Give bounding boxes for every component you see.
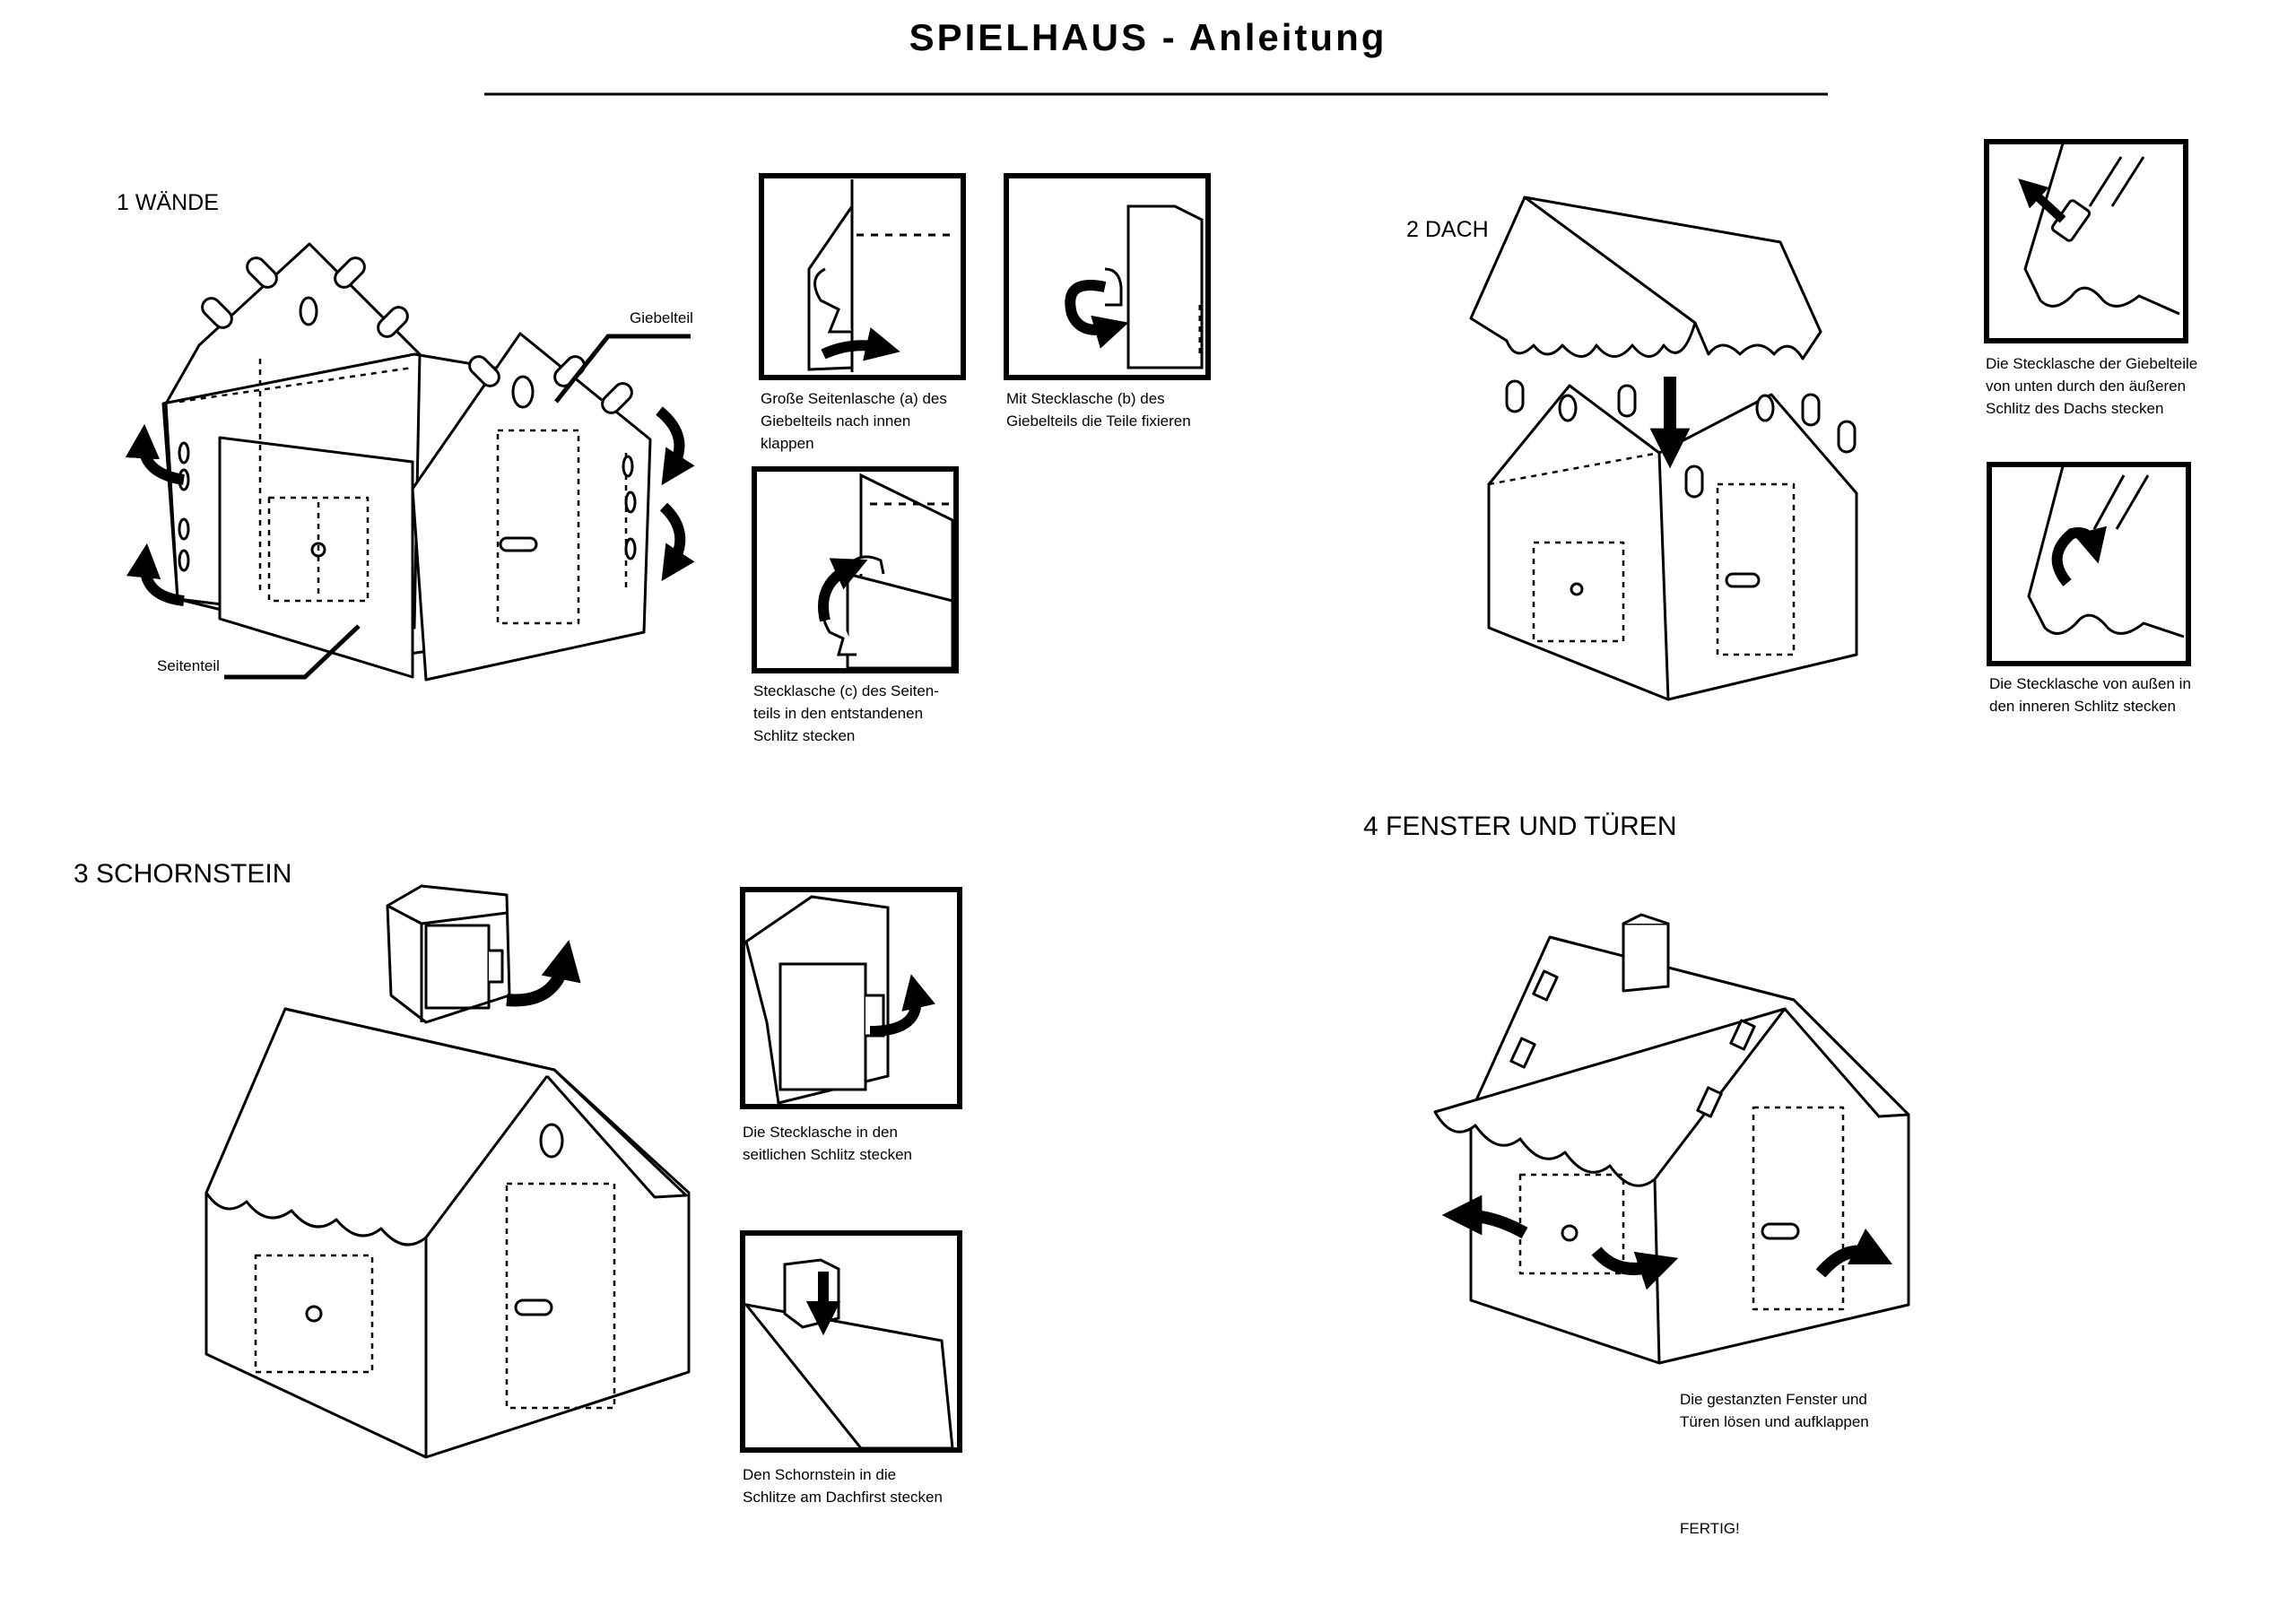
caption-walls-3: Stecklasche (c) des Seiten- teils in den… (753, 682, 939, 744)
caption-roof-1: Die Stecklasche der Giebelteile von unte… (1986, 355, 2198, 417)
caption-chimney-2: Den Schornstein in die Schlitze am Dachf… (743, 1466, 943, 1506)
detail-box-chimney-2 (740, 1230, 962, 1453)
open-arrows-windows (1441, 1194, 1893, 1290)
section-title-chimney: 3 SCHORNSTEIN (74, 859, 292, 889)
walls-assembly-drawing (161, 242, 652, 682)
caption-walls-2: Mit Stecklasche (b) des Giebelteils die … (1006, 390, 1191, 430)
chimney-house-drawing (204, 884, 691, 1459)
page-title: SPIELHAUS - Anleitung (909, 16, 1387, 58)
section-title-roof: 2 DACH (1406, 217, 1489, 242)
leader-gable (554, 334, 691, 404)
section-title-walls: 1 WÄNDE (117, 190, 219, 215)
detail-box-roof-1 (1984, 139, 2188, 343)
detail-box-chimney-1 (740, 887, 962, 1109)
detail-box-walls-3 (752, 466, 959, 673)
detail-box-roof-2 (1987, 462, 2191, 666)
fold-arrows-walls (125, 406, 695, 606)
label-side: Seitenteil (157, 657, 220, 674)
caption-chimney-1: Die Stecklasche in den seitlichen Schlit… (743, 1124, 912, 1163)
finished-house-drawing (1433, 913, 1910, 1365)
label-gable: Giebelteil (630, 309, 693, 326)
caption-roof-2: Die Stecklasche von außen in den inneren… (1989, 675, 2191, 715)
caption-windows-1: Die gestanzten Fenster und Türen lösen u… (1680, 1391, 1869, 1430)
caption-walls-1: Große Seitenlasche (a) des Giebelteils n… (761, 390, 947, 452)
roof-assembly-drawing (1469, 195, 1858, 701)
leader-side (224, 624, 361, 680)
detail-box-walls-1 (759, 173, 966, 380)
caption-done: FERTIG! (1680, 1520, 1740, 1537)
detail-box-walls-2 (1004, 173, 1211, 380)
section-title-windows: 4 FENSTER UND TÜREN (1363, 812, 1677, 841)
